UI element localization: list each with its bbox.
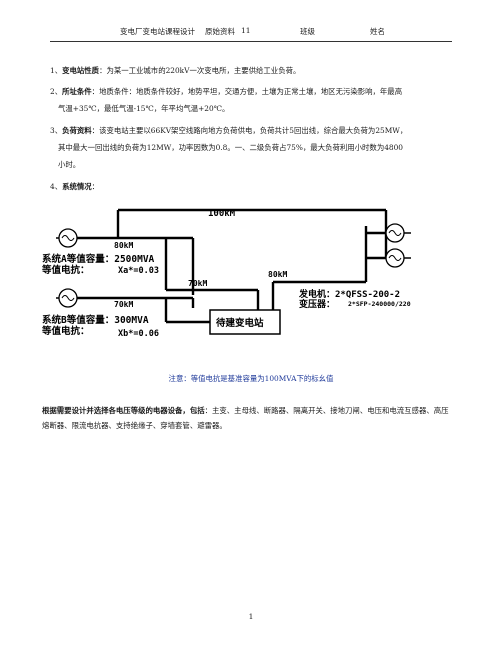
header-number: 11 [241, 26, 251, 35]
header-name-label: 姓名 [370, 27, 385, 36]
label-transformer: 2*SFP-240000/220 [348, 300, 411, 308]
label-system-a-reactance-label: 等值电抗： [41, 264, 90, 276]
page-header: 变电厂变电站课程设计 原始资料 11 班级 姓名 [0, 26, 502, 40]
header-course: 变电厂变电站课程设计 [120, 27, 195, 36]
item-label: 变电站性质 [62, 66, 100, 75]
item-text: ：该变电站主要以66KV架空线路向地方负荷供电，负荷共计5回出线，综合最大负荷为… [91, 126, 408, 135]
header-material: 原始资料 [205, 27, 235, 36]
label-generator: 发电机：2*QFSS-200-2 [298, 288, 400, 300]
page-number: 1 [248, 612, 254, 621]
label-system-b-reactance: Xb*=0.06 [118, 329, 159, 339]
label-system-a-reactance: Xa*=0.03 [118, 266, 159, 276]
system-diagram: 100kM 80kM 70kM 80kM 70kM 系统A等值容量：2500MV… [41, 208, 411, 339]
item-1: 1、变电站性质：为某一工业城市的220kV一次变电所，主要供给工业负荷。 [50, 62, 455, 79]
label-transformer-label: 变压器： [299, 298, 335, 310]
item-3: 3、负荷资料：该变电站主要以66KV架空线路向地方负荷供电，负荷共计5回出线，综… [50, 122, 455, 173]
generator-2-icon [385, 248, 411, 268]
label-line-80b: 80kM [268, 270, 287, 279]
label-substation: 待建变电站 [216, 317, 264, 329]
item-number: 2、 [50, 87, 63, 96]
label-line-100: 100kM [208, 209, 236, 219]
item-text: ：为某一工业城市的220kV一次变电所，主要供给工业负荷。 [99, 66, 301, 75]
design-requirement: 根据需要设计并选择各电压等级的电器设备，包括：主变、主母线、断路器、隔离开关、接… [42, 403, 454, 433]
label-system-a-capacity: 系统A等值容量：2500MVA [42, 253, 155, 265]
header-rule [50, 41, 452, 42]
item-text: ： [91, 182, 100, 191]
substation-box [209, 309, 281, 335]
item-continuation: 其中最大一回出线的负荷为12MW，功率因数为0.8。一、二级负荷占75%，最大负… [58, 143, 404, 152]
item-number: 4、 [50, 182, 63, 191]
label-line-80a: 80kM [114, 241, 133, 250]
item-text: ：地质条件：地质条件较好，地势平坦，交通方便，土壤为正常土壤，地区无污染影响，年… [91, 87, 403, 96]
label-line-70b: 70kM [114, 300, 133, 309]
item-number: 1、 [50, 66, 63, 75]
item-continuation: 气温+35℃，最低气温-15℃，年平均气温+20℃。 [58, 104, 230, 113]
label-system-b-reactance-label: 等值电抗： [41, 325, 90, 337]
system-a-source-icon [56, 228, 78, 248]
item-continuation: 小时。 [58, 160, 81, 169]
system-b-source-icon [56, 288, 78, 308]
requirement-text: ：主变、主母线、断路器、隔离开关、接地刀闸、电压和电流互感器、高压熔断器、限流电… [42, 406, 449, 430]
item-label: 所址条件 [62, 87, 92, 96]
requirement-label: 根据需要设计并选择各电压等级的电器设备，包括 [42, 406, 205, 415]
generator-1-icon [385, 223, 411, 243]
header-class-label: 班级 [300, 27, 315, 36]
item-label: 系统情况 [62, 182, 92, 191]
item-4: 4、系统情况： [50, 178, 455, 195]
note: 注意：等值电抗是基准容量为100MVA下的标幺值 [0, 373, 502, 384]
item-2: 2、所址条件：地质条件：地质条件较好，地势平坦，交通方便，土壤为正常土壤，地区无… [50, 83, 455, 117]
note-text: 注意：等值电抗是基准容量为100MVA下的标幺值 [168, 374, 334, 383]
label-system-b-capacity: 系统B等值容量：300MVA [42, 314, 149, 326]
item-number: 3、 [50, 126, 63, 135]
item-label: 负荷资料 [62, 126, 92, 135]
label-line-70a: 70kM [188, 279, 207, 288]
